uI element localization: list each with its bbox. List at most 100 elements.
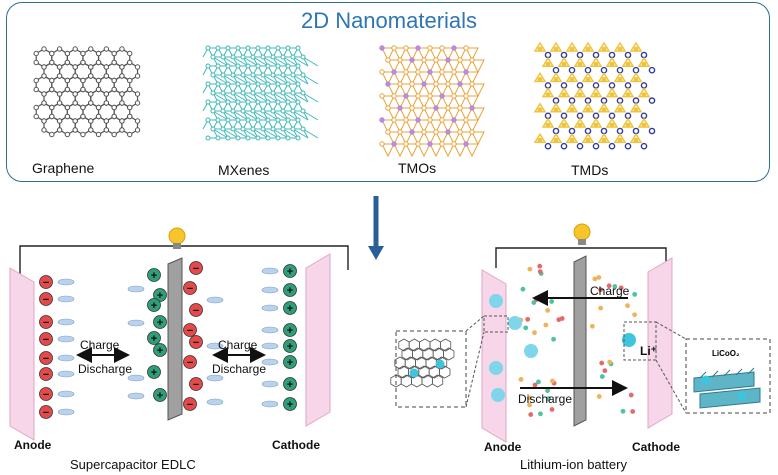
battery-diagram	[390, 223, 771, 443]
svg-text:−: −	[193, 379, 199, 391]
minus-ion: −	[39, 332, 53, 346]
battery-separator	[573, 255, 587, 427]
plus-ion: +	[283, 339, 297, 353]
label-tmds: TMDs	[571, 162, 609, 178]
sc-caption: Supercapacitor EDLC	[70, 457, 196, 472]
graphene-structure	[33, 46, 141, 138]
bat-discharge: Discharge	[518, 392, 573, 406]
minus-ion: −	[39, 387, 53, 401]
svg-text:+: +	[151, 300, 157, 312]
plus-ion: +	[283, 283, 297, 297]
minus-ion: −	[183, 397, 197, 411]
plus-ion: +	[283, 377, 297, 391]
licoo2-label: LiCoO₂	[712, 349, 740, 358]
plus-ion: +	[283, 355, 297, 369]
plus-ion: +	[153, 388, 167, 402]
minus-ion: −	[39, 292, 53, 306]
svg-text:+: +	[287, 266, 293, 278]
minus-ion: −	[189, 303, 203, 317]
svg-text:+: +	[287, 285, 293, 297]
minus-ion: −	[183, 281, 197, 295]
plus-ion: +	[153, 315, 167, 329]
lightbulb-icon	[168, 227, 186, 249]
svg-text:+: +	[157, 345, 163, 357]
minus-ion: −	[39, 367, 53, 381]
svg-text:−: −	[187, 283, 193, 295]
svg-text:+: +	[287, 341, 293, 353]
tmo-structure	[379, 45, 485, 158]
minus-ion: −	[189, 261, 203, 275]
plus-ion: +	[283, 264, 297, 278]
minus-ion: −	[183, 355, 197, 369]
svg-text:+: +	[287, 399, 293, 411]
svg-text:+: +	[151, 367, 157, 379]
svg-text:+: +	[287, 357, 293, 369]
label-tmos: TMOs	[398, 160, 437, 176]
battery-cathode-plate	[647, 257, 673, 429]
sc-anode-plate	[9, 267, 35, 441]
svg-text:−: −	[43, 294, 49, 306]
svg-text:−: −	[43, 369, 49, 381]
svg-text:+: +	[151, 270, 157, 282]
plus-ion: +	[147, 268, 161, 282]
svg-text:−: −	[43, 334, 49, 346]
bat-cathode-label: Cathode	[632, 440, 680, 454]
mxene-structure	[202, 45, 319, 141]
svg-text:−: −	[187, 357, 193, 369]
label-graphene: Graphene	[32, 160, 95, 176]
bat-li-label: Li⁺	[640, 344, 657, 358]
sc-discharge-right: Discharge	[212, 362, 267, 376]
label-mxenes: MXenes	[218, 162, 270, 178]
bat-anode-label: Anode	[484, 440, 522, 454]
minus-ion: −	[39, 351, 53, 365]
tmd-structure	[533, 41, 656, 150]
sc-cathode-label: Cathode	[272, 438, 320, 452]
svg-text:+: +	[287, 303, 293, 315]
plus-ion: +	[147, 365, 161, 379]
svg-text:−: −	[193, 263, 199, 275]
svg-text:+: +	[151, 333, 157, 345]
svg-text:+: +	[157, 290, 163, 302]
plus-ion: +	[283, 397, 297, 411]
sc-anode-label: Anode	[14, 438, 52, 452]
svg-text:−: −	[43, 389, 49, 401]
plus-ion: +	[153, 288, 167, 302]
plus-ion: +	[283, 323, 297, 337]
supercapacitor-diagram: −−−−−−−−++++++++−−−−−−−−++++++++	[9, 227, 349, 441]
svg-text:−: −	[193, 305, 199, 317]
svg-text:+: +	[287, 379, 293, 391]
svg-text:−: −	[43, 353, 49, 365]
bat-caption: Lithium-ion battery	[520, 457, 627, 472]
svg-text:+: +	[287, 325, 293, 337]
li-ions	[489, 294, 636, 402]
svg-text:−: −	[43, 407, 49, 419]
licoo2-lattice	[693, 367, 761, 409]
svg-text:−: −	[43, 317, 49, 329]
circuit-wire	[19, 245, 349, 276]
plus-ion: +	[147, 331, 161, 345]
sc-charge-right: Charge	[218, 338, 258, 352]
svg-text:−: −	[43, 277, 49, 289]
sc-discharge-left: Discharge	[78, 362, 133, 376]
minus-ion: −	[39, 315, 53, 329]
svg-text:+: +	[157, 390, 163, 402]
plus-ion: +	[153, 343, 167, 357]
sc-charge-left: Charge	[80, 338, 120, 352]
minus-ion: −	[189, 335, 203, 349]
panel-title: 2D Nanomaterials	[300, 8, 478, 33]
down-arrow-icon	[368, 196, 384, 260]
svg-text:−: −	[187, 325, 193, 337]
battery-wire	[495, 247, 667, 272]
minus-ion: −	[183, 323, 197, 337]
svg-text:−: −	[187, 399, 193, 411]
bat-charge: Charge	[590, 284, 630, 298]
minus-ion: −	[39, 275, 53, 289]
sc-cathode-plate	[305, 253, 331, 427]
sc-separator	[167, 257, 183, 421]
svg-text:−: −	[193, 337, 199, 349]
plus-ion: +	[147, 298, 161, 312]
minus-ion: −	[189, 377, 203, 391]
minus-ion: −	[39, 405, 53, 419]
lightbulb-icon	[573, 223, 591, 245]
